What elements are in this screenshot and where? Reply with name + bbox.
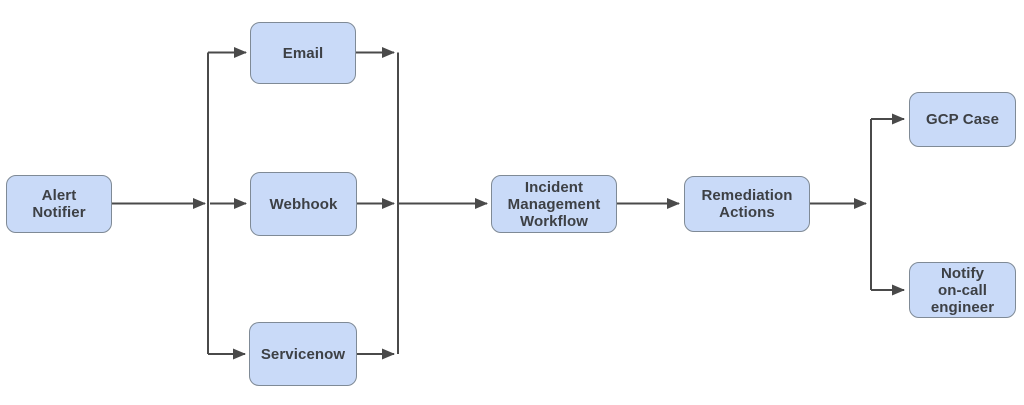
node-notify-oncall-label: Notify on-call engineer (930, 264, 995, 316)
node-gcp-case-label: GCP Case (925, 111, 1000, 128)
node-servicenow-label: Servicenow (260, 345, 346, 363)
node-incident-management-label: Incident Management Workflow (507, 178, 601, 230)
node-webhook-label: Webhook (269, 195, 338, 213)
node-alert-notifier-label: Alert Notifier (32, 187, 86, 221)
node-email: Email (250, 22, 356, 84)
node-gcp-case: GCP Case (909, 92, 1016, 147)
node-remediation-actions-label: Remediation Actions (701, 187, 793, 221)
node-incident-management: Incident Management Workflow (491, 175, 617, 233)
node-webhook: Webhook (250, 172, 357, 236)
node-remediation-actions: Remediation Actions (684, 176, 810, 232)
node-servicenow: Servicenow (249, 322, 357, 386)
node-alert-notifier: Alert Notifier (6, 175, 112, 233)
node-notify-oncall: Notify on-call engineer (909, 262, 1016, 318)
node-email-label: Email (282, 44, 324, 62)
